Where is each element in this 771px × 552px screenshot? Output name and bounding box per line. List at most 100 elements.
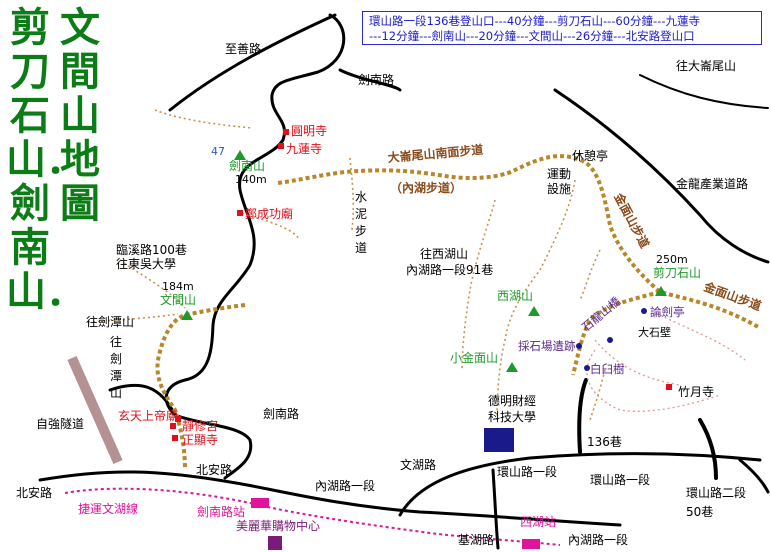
label-to-dalunwei: 往大崙尾山 <box>676 58 736 73</box>
label-sports-2: 設施 <box>547 181 571 196</box>
label-shilongshan: 石龍山橋 <box>579 294 624 335</box>
label-huanshan-1a: 環山路一段 <box>497 464 557 479</box>
route-info-line2: ---12分鐘---劍南山---20分鐘---文間山---26分鐘---北安路登… <box>369 29 695 43</box>
label-jiantan-2: 劍 <box>110 351 122 366</box>
road-jiannan <box>164 13 346 417</box>
label-jinmian-trail: 金面山步道 <box>611 189 653 250</box>
wenjian-peak-icon <box>181 310 193 320</box>
jiannan-station-marker <box>251 498 269 508</box>
route-info-box: 環山路一段136巷登山口---40分鐘---剪刀石山---60分鐘---九蓮寺 … <box>362 11 762 45</box>
label-zheng-temple: 鄭成功廟 <box>245 206 293 221</box>
label-wenhu-rd: 文湖路 <box>400 457 436 472</box>
quarry-dot-icon <box>576 343 582 349</box>
label-rest-pavilion: 休憩亭 <box>572 148 608 163</box>
label-dalunwei-trail: 大崙尾山南面步道 <box>387 142 484 165</box>
label-jiannan-height: 140m <box>235 173 267 186</box>
label-deming-2: 科技大學 <box>488 410 536 424</box>
label-lane-50: 50巷 <box>686 505 713 519</box>
label-mrt-line: 捷運文湖線 <box>78 501 138 516</box>
road-jiannan-branch <box>338 68 402 92</box>
label-sports-1: 運動 <box>547 167 571 181</box>
label-linxi-1: 臨溪路100巷 <box>116 242 187 257</box>
label-deming-1: 德明財經 <box>488 393 536 408</box>
label-beian-rd-mid: 北安路 <box>196 462 232 477</box>
lunjian-dot-icon <box>641 308 647 314</box>
label-huanshan-1b: 環山路一段 <box>590 472 650 487</box>
label-beian-rd-left: 北安路 <box>16 485 52 500</box>
label-cement-2: 泥 <box>355 207 367 221</box>
label-lunjian-pav: 論劍亭 <box>650 305 685 319</box>
label-wenjian-mtn: 文間山 <box>160 292 196 307</box>
jiandao-peak-icon <box>655 286 667 296</box>
label-jiantan-3: 潭 <box>110 369 122 383</box>
mrt-line-path <box>64 487 561 546</box>
road-upper <box>639 74 769 109</box>
label-jiantan-1: 往 <box>110 334 122 349</box>
label-jiannan-rd-bottom: 劍南路 <box>263 406 299 421</box>
xiaojinmian-peak-icon <box>506 362 518 372</box>
label-to-jiantan: 往劍潭山 <box>86 314 134 329</box>
label-zhishan-rd: 至善路 <box>225 41 261 56</box>
label-baiyun-rock: 白臼樹 <box>590 362 625 376</box>
label-jiandao-height: 250m <box>656 253 688 266</box>
jingxiu-palace-icon <box>170 423 176 429</box>
road-huanshan <box>398 452 762 517</box>
label-xihu-station: 西湖站 <box>520 514 556 529</box>
mall-marker <box>268 536 282 550</box>
label-xiao-jinmian: 小金面山 <box>450 350 498 365</box>
baiyun-dot-icon <box>584 365 590 371</box>
road-jiannan-low <box>173 413 253 480</box>
jiulian-temple-icon <box>278 143 284 149</box>
label-jiannan-mtn: 劍南山 <box>229 158 265 173</box>
label-jiannan-station: 劍南路站 <box>197 504 245 519</box>
label-jinmian-trail-2: 金面山步道 <box>701 278 763 313</box>
deming-school-marker <box>484 428 514 452</box>
dabai-dot-icon <box>607 337 613 343</box>
label-jiantan-4: 山 <box>110 386 122 400</box>
label-quarry: 採石場遺跡 <box>518 339 576 353</box>
road-lane50 <box>698 418 718 480</box>
label-neihu-rd-bottom: 內湖路一段 <box>568 532 628 547</box>
zhuyue-temple-icon <box>666 384 672 390</box>
label-yuanming-temple: 圓明寺 <box>291 124 327 138</box>
road-right <box>738 458 770 494</box>
label-dabai-rock: 大石壁 <box>638 325 671 339</box>
zheng-temple-icon <box>237 210 243 216</box>
label-jinlong-rd: 金龍產業道路 <box>676 176 748 191</box>
label-ziqiang-tunnel: 自強隧道 <box>36 416 84 431</box>
xihu-peak-icon <box>528 306 540 316</box>
label-to-xihu-2: 內湖路一段91巷 <box>406 262 493 277</box>
label-num-47: 47 <box>211 145 225 158</box>
label-jiulian-temple: 九蓮寺 <box>286 142 322 156</box>
label-cement-3: 步 <box>355 224 367 238</box>
road-zhishan <box>168 13 337 112</box>
label-wenjian-height: 184m <box>162 280 194 293</box>
map-title-col2: 剪刀石山．劍南山． <box>6 5 86 315</box>
label-linxi-2: 往東吳大學 <box>116 256 176 271</box>
xuantian-temple-icon <box>175 416 181 422</box>
label-mall: 美麗華購物中心 <box>236 518 320 533</box>
label-neihu-rd-1: 內湖路一段 <box>315 478 375 493</box>
label-to-xihu-1: 往西湖山 <box>420 246 468 261</box>
label-cement-4: 道 <box>355 241 367 255</box>
route-info-line1: 環山路一段136巷登山口---40分鐘---剪刀石山---60分鐘---九蓮寺 <box>369 14 701 28</box>
label-cement-1: 水 <box>355 190 367 204</box>
road-jiantan <box>108 383 177 417</box>
label-xuantian-temple: 玄天上帝廟 <box>118 408 178 423</box>
zhengxian-temple-icon <box>172 435 178 441</box>
label-lane-136: 136巷 <box>587 435 622 449</box>
label-jiandao-mtn: 剪刀石山 <box>653 265 701 280</box>
map-title-col1: 文間山地圖 <box>60 5 100 227</box>
label-jiannan-rd-top: 劍南路 <box>358 72 394 87</box>
label-zhuyue-temple: 竹月寺 <box>678 385 714 399</box>
xihu-station-marker <box>522 539 540 549</box>
road-jinlong <box>553 88 770 264</box>
label-jingxiu-palace: 靜修宮 <box>182 418 218 433</box>
label-zhengxian-temple: 正顯寺 <box>182 433 218 447</box>
label-jihu-rd: 基湖路 <box>458 532 494 547</box>
road-jihu <box>491 468 500 550</box>
label-xihu-mtn: 西湖山 <box>497 288 533 303</box>
label-neihu-trail: （內湖步道） <box>390 180 462 195</box>
